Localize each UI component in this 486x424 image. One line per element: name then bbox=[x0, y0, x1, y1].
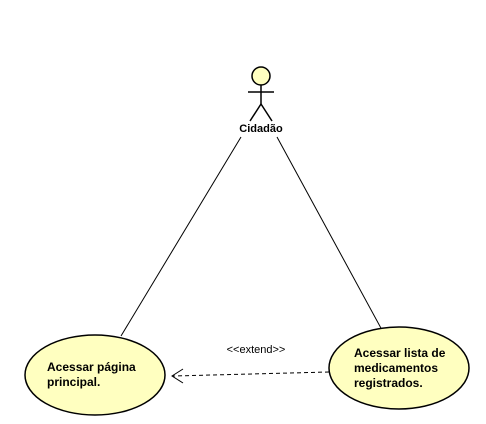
association-line-actor-to-uc2 bbox=[276, 136, 383, 331]
extend-arrowhead-icon bbox=[171, 368, 184, 384]
use-case-2-label-line: registrados. bbox=[354, 376, 423, 390]
use-case-1-ellipse[interactable] bbox=[24, 334, 166, 416]
use-case-1-label: Acessar página principal. bbox=[47, 360, 157, 390]
use-case-1-label-line: Acessar página bbox=[47, 360, 136, 374]
use-case-2-ellipse[interactable] bbox=[328, 326, 470, 410]
association-line-actor-to-uc1 bbox=[120, 136, 242, 337]
use-case-2-label-line: medicamentos bbox=[354, 361, 439, 375]
use-case-2-label-line: Acessar lista de bbox=[354, 346, 446, 360]
extend-stereotype-label: <<extend>> bbox=[226, 344, 286, 356]
actor-stick-figure-icon[interactable] bbox=[248, 66, 274, 122]
actor-name-label: Cidadão bbox=[239, 123, 283, 135]
use-case-2-label: Acessar lista de medicamentos registrado… bbox=[354, 346, 454, 391]
extend-dependency-line bbox=[172, 371, 330, 377]
use-case-1-label-line: principal. bbox=[47, 375, 101, 389]
